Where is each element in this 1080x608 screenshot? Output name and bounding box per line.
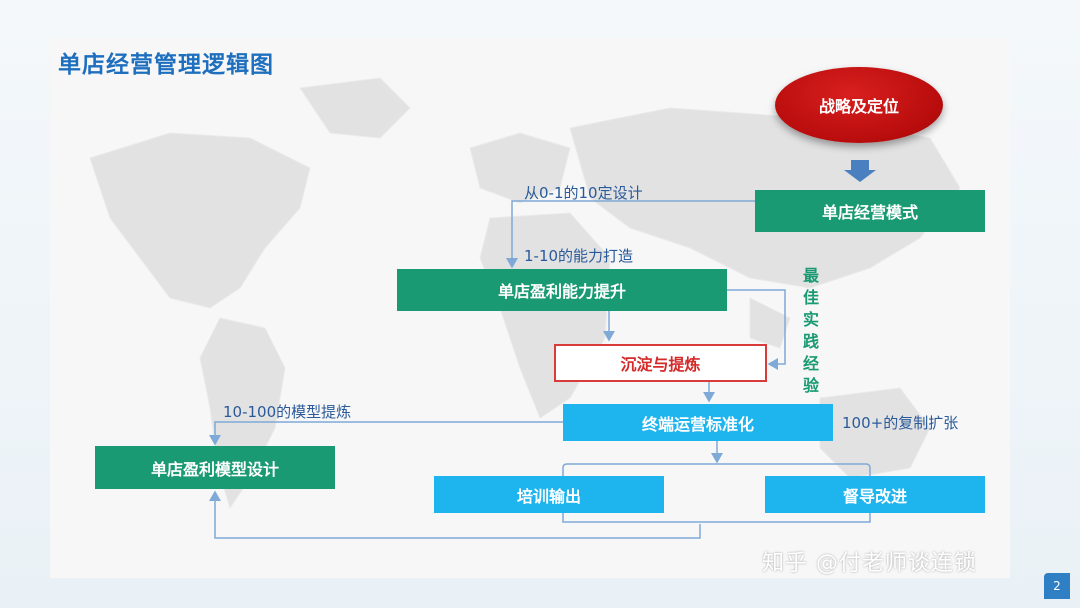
label-ten-to-hundred: 10-100的模型提炼	[223, 403, 352, 421]
distill-node: 沉淀与提炼	[554, 344, 767, 382]
label-one-to-ten: 1-10的能力打造	[524, 247, 634, 265]
strategy-node: 战略及定位	[775, 67, 943, 143]
profit-capability-node: 单店盈利能力提升	[397, 269, 727, 311]
terminal-standardization-node: 终端运营标准化	[563, 404, 833, 441]
single-store-model-node: 单店经营模式	[755, 190, 985, 232]
down-arrow-strategy	[844, 160, 876, 182]
label-zero-to-one: 从0-1的10定设计	[524, 184, 643, 202]
slide-title: 单店经营管理逻辑图	[58, 52, 274, 78]
supervision-node: 督导改进	[765, 476, 985, 513]
label-best-practice: 最佳实践经验	[802, 266, 819, 395]
label-hundred-plus: 100+的复制扩张	[842, 414, 959, 432]
training-node: 培训输出	[434, 476, 664, 513]
profit-model-design-node: 单店盈利模型设计	[95, 446, 335, 489]
page-number: 2	[1044, 573, 1070, 599]
watermark: 知乎 @付老师谈连锁	[762, 551, 977, 576]
